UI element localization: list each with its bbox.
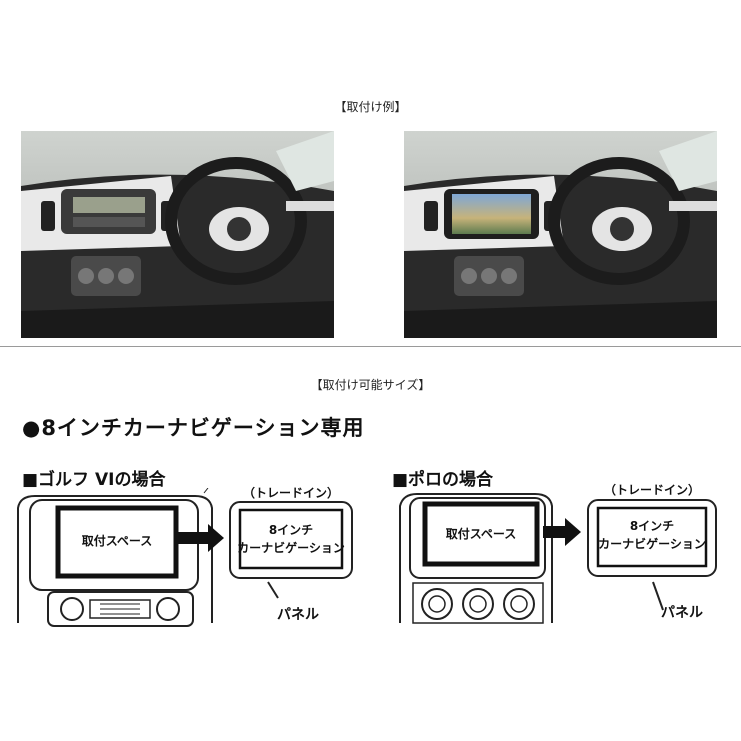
- polo-panel-label: パネル: [661, 605, 703, 621]
- golf-nav-line1: 8インチ: [268, 523, 314, 537]
- golf-panel-label: パネル: [277, 607, 319, 623]
- golf-diagram: [17, 488, 353, 627]
- golf-nav-line2: カーナビゲーション: [237, 541, 345, 555]
- polo-diagram: [399, 493, 717, 624]
- section-divider: [0, 346, 741, 347]
- interior-before-photo: [21, 131, 334, 338]
- caption-installation-example: 【取付け例】: [334, 100, 407, 114]
- polo-space-label: 取付スペース: [445, 527, 517, 541]
- golf-trade-in-label: （トレードイン）: [242, 486, 339, 500]
- golf-title: ■ゴルフ VIの場合: [22, 470, 166, 490]
- polo-nav-line2: カーナビゲーション: [598, 537, 706, 551]
- polo-trade-in-label: （トレードイン）: [603, 483, 700, 497]
- caption-installable-size: 【取付け可能サイズ】: [310, 378, 431, 392]
- page-heading: ●8インチカーナビゲーション専用: [22, 416, 365, 440]
- golf-space-label: 取付スペース: [81, 534, 153, 548]
- polo-nav-line1: 8インチ: [629, 519, 675, 533]
- polo-title: ■ポロの場合: [392, 470, 494, 490]
- interior-after-photo: [404, 131, 717, 338]
